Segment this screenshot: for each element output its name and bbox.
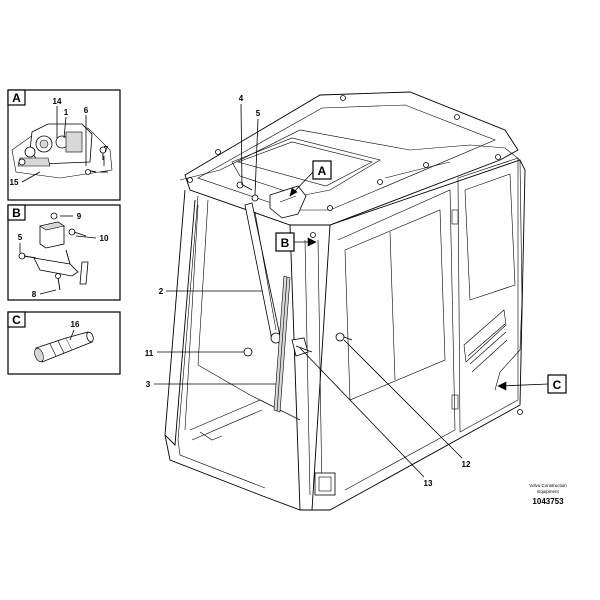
- brand-line-1: Volvo Construction: [529, 483, 567, 488]
- callout-9: 9: [77, 212, 82, 221]
- detail-tag-c: C: [12, 313, 21, 327]
- callout-14: 14: [53, 97, 62, 106]
- callout-12: 12: [462, 460, 471, 469]
- callout-7: 7: [104, 145, 109, 154]
- detail-box-c: C 16: [7, 311, 121, 375]
- detail-box-a: A 14 1 6 7 15: [7, 89, 121, 201]
- callout-11: 11: [145, 349, 154, 358]
- callout-15: 15: [10, 178, 19, 187]
- detail-box-b: B 9 10 5 8: [7, 204, 121, 301]
- view-tag-c: C: [497, 374, 567, 394]
- nut: [243, 347, 253, 357]
- brand-line-2: Equipment: [537, 489, 559, 494]
- callout-10: 10: [100, 234, 109, 243]
- svg-text:B: B: [281, 236, 290, 250]
- callout-5b: 5: [18, 233, 23, 242]
- callout-16: 16: [71, 320, 80, 329]
- wiper-blade: [273, 275, 291, 413]
- washer-nozzle: [291, 337, 309, 357]
- callout-6: 6: [84, 106, 89, 115]
- wiper-motor: [236, 181, 307, 219]
- view-tag-a: A: [289, 160, 332, 197]
- callout-13: 13: [424, 479, 433, 488]
- view-tag-b: B: [275, 232, 317, 252]
- wiper-motor-mechanism: [11, 123, 113, 179]
- drawing-footer: Volvo Construction Equipment 1043753: [529, 483, 567, 506]
- svg-text:A: A: [318, 164, 327, 178]
- callout-5: 5: [256, 109, 261, 118]
- cab-frame: [164, 91, 526, 511]
- callout-8: 8: [32, 290, 37, 299]
- callout-2: 2: [159, 287, 164, 296]
- callout-1: 1: [64, 108, 69, 117]
- wiper-arm: [244, 202, 282, 344]
- drawing-number: 1043753: [532, 497, 564, 506]
- detail-tag-a: A: [12, 91, 21, 105]
- main-callouts: 4 5 2 11 3 12 13: [145, 94, 471, 488]
- callout-4: 4: [239, 94, 244, 103]
- svg-text:C: C: [553, 378, 562, 392]
- wiper-bracket-assembly: [18, 212, 89, 291]
- detail-tag-b: B: [12, 206, 21, 220]
- hose-connector: [34, 331, 94, 363]
- washer-hose-fitting: [335, 332, 345, 342]
- callout-3: 3: [146, 380, 151, 389]
